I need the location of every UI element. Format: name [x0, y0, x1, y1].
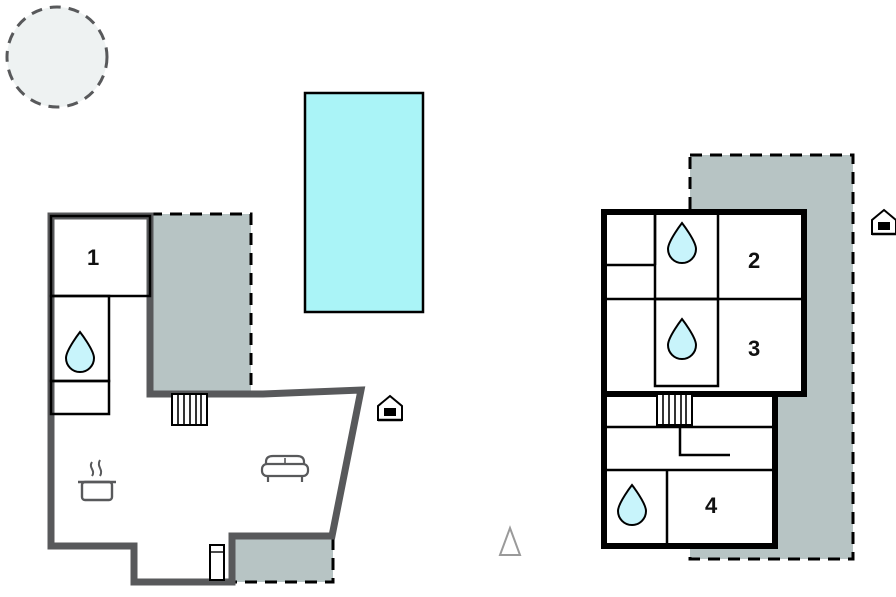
terrace-left-lower [233, 538, 333, 582]
right-unit-upper-wall [601, 209, 807, 397]
north-arrow-icon [498, 525, 522, 556]
water-drop-icon [666, 317, 698, 360]
dashed-circle-garden [5, 5, 109, 109]
stairs-icon [171, 393, 208, 426]
water-drop-icon [616, 483, 648, 526]
house-entrance-icon [377, 394, 403, 422]
stairs-icon [656, 393, 693, 426]
right-bath-b [653, 297, 720, 388]
stove-icon [78, 459, 116, 502]
left-unit-outer-wall [47, 212, 366, 586]
room-label-3: 3 [748, 336, 761, 361]
terrace-left-upper [150, 214, 251, 394]
swimming-pool [303, 91, 425, 314]
room-label-2: 2 [748, 248, 761, 273]
water-drop-icon [666, 221, 698, 264]
right-lower-nook [678, 427, 730, 457]
sofa-icon [260, 454, 310, 482]
water-drop-icon [64, 330, 96, 373]
house-entrance-icon [871, 208, 896, 236]
room-label-4: 4 [705, 493, 718, 518]
left-room-1 [49, 214, 152, 298]
left-hall-small [49, 379, 111, 416]
room-label-1: 1 [87, 245, 100, 270]
door-icon [209, 544, 225, 581]
